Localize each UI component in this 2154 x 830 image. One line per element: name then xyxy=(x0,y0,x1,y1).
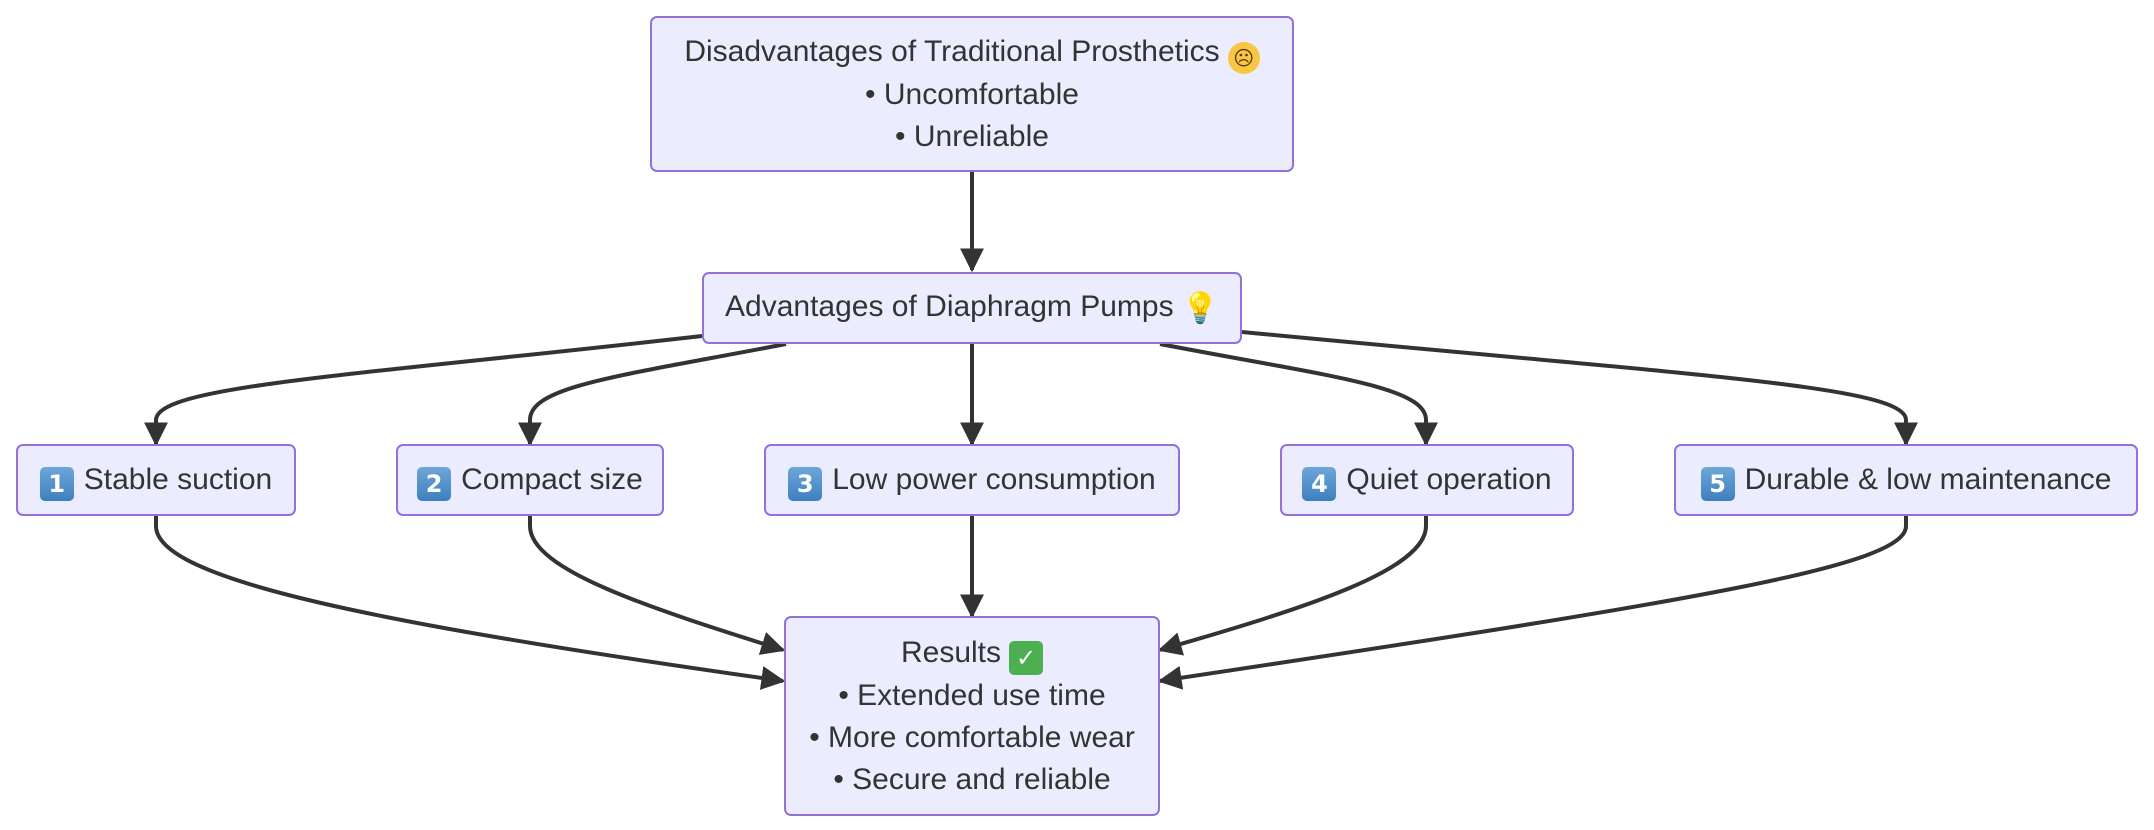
edge-advantages-to-durable xyxy=(1241,330,1918,447)
advantage-node-compact-size: 2 Compact size xyxy=(396,444,664,516)
edge-stable-suction-to-results xyxy=(154,516,786,690)
edge-advantages-to-quiet-operation xyxy=(1159,342,1438,447)
check-mark-icon: ✓ xyxy=(1009,640,1044,675)
advantage-label: Durable & low maintenance xyxy=(1744,463,2112,496)
number-one-icon: 1 xyxy=(39,467,74,501)
advantage-label: Quiet operation xyxy=(1346,463,1552,496)
edge-advantages-to-compact-size xyxy=(518,342,787,447)
advantage-label: Stable suction xyxy=(83,463,273,496)
worried-face-icon: ☹ xyxy=(1227,41,1260,74)
light-bulb-icon: 💡 xyxy=(1181,291,1219,326)
results-node: Results✓ • Extended use time • More comf… xyxy=(784,616,1160,816)
result-item-extended-use: • Extended use time xyxy=(838,678,1106,712)
advantages-title: Advantages of Diaphragm Pumps xyxy=(725,290,1174,323)
edge-compact-size-to-results xyxy=(528,516,786,655)
advantage-label: Compact size xyxy=(461,463,643,496)
edge-advantages-to-stable-suction xyxy=(144,334,703,447)
advantages-node: Advantages of Diaphragm Pumps💡 xyxy=(702,272,1242,344)
number-three-icon: 3 xyxy=(788,467,823,501)
number-two-icon: 2 xyxy=(417,467,452,501)
result-item-secure-reliable: • Secure and reliable xyxy=(833,762,1111,796)
number-five-icon: 5 xyxy=(1700,467,1735,501)
edge-durable-to-results xyxy=(1157,516,1908,690)
advantage-node-quiet-operation: 4 Quiet operation xyxy=(1280,444,1574,516)
advantage-node-stable-suction: 1 Stable suction xyxy=(16,444,296,516)
disadvantage-item-uncomfortable: • Uncomfortable xyxy=(865,77,1079,111)
disadvantages-node: Disadvantages of Traditional Prosthetics… xyxy=(650,16,1294,172)
advantage-node-durable: 5 Durable & low maintenance xyxy=(1674,444,2138,516)
results-title: Results xyxy=(900,635,1002,669)
disadvantage-item-unreliable: • Unreliable xyxy=(895,119,1049,153)
advantage-node-low-power: 3 Low power consumption xyxy=(764,444,1180,516)
advantage-label: Low power consumption xyxy=(832,463,1156,496)
result-item-comfortable-wear: • More comfortable wear xyxy=(809,720,1135,754)
disadvantages-title: Disadvantages of Traditional Prosthetics xyxy=(684,34,1220,68)
edge-quiet-operation-to-results xyxy=(1157,516,1428,656)
number-four-icon: 4 xyxy=(1302,467,1337,501)
